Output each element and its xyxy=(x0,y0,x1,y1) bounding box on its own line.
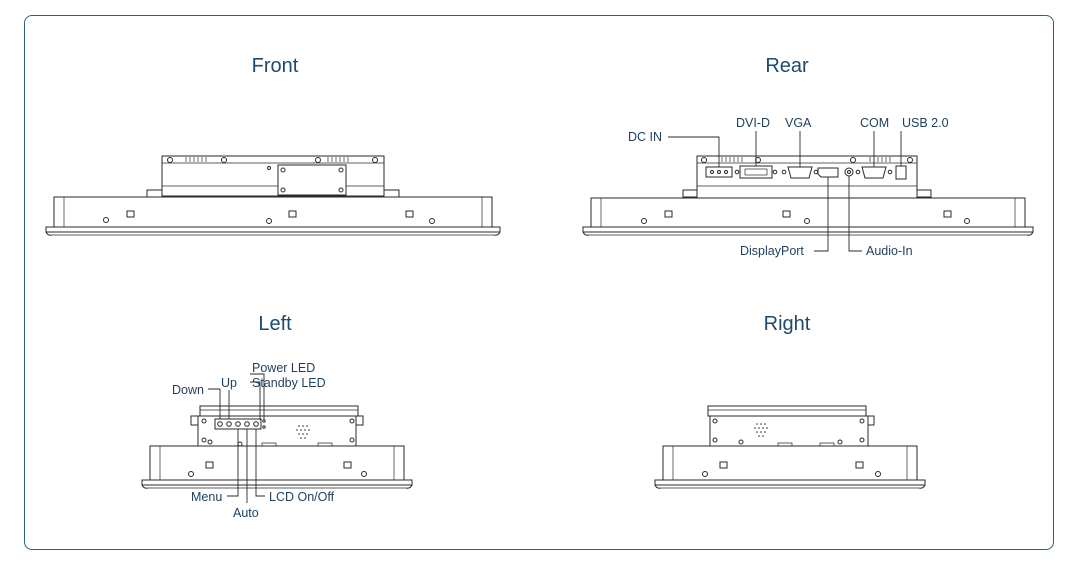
label-menu: Menu xyxy=(191,490,223,504)
label-auto: Auto xyxy=(233,506,259,520)
front-view-drawing xyxy=(45,155,501,236)
label-usb: USB 2.0 xyxy=(902,116,949,130)
label-audio-in: Audio-In xyxy=(866,244,913,258)
label-down: Down xyxy=(172,383,204,397)
label-com: COM xyxy=(860,116,890,130)
label-standby-led: Standby LED xyxy=(252,376,326,390)
right-view-drawing xyxy=(654,405,926,489)
diagram-frame xyxy=(24,15,1054,550)
label-dvi-d: DVI-D xyxy=(736,116,771,130)
label-vga: VGA xyxy=(785,116,812,130)
right-view-title: Right xyxy=(763,313,811,335)
rear-view-title: Rear xyxy=(765,55,809,77)
front-view-title: Front xyxy=(251,55,299,77)
label-power-led: Power LED xyxy=(252,361,316,375)
label-dc-in: DC IN xyxy=(628,130,663,144)
left-view-drawing xyxy=(141,373,413,503)
left-view-title: Left xyxy=(258,313,292,335)
label-lcd-on-off: LCD On/Off xyxy=(269,490,335,504)
label-displayport: DisplayPort xyxy=(740,244,804,258)
rear-view-drawing xyxy=(582,131,1034,252)
label-up: Up xyxy=(221,376,237,390)
